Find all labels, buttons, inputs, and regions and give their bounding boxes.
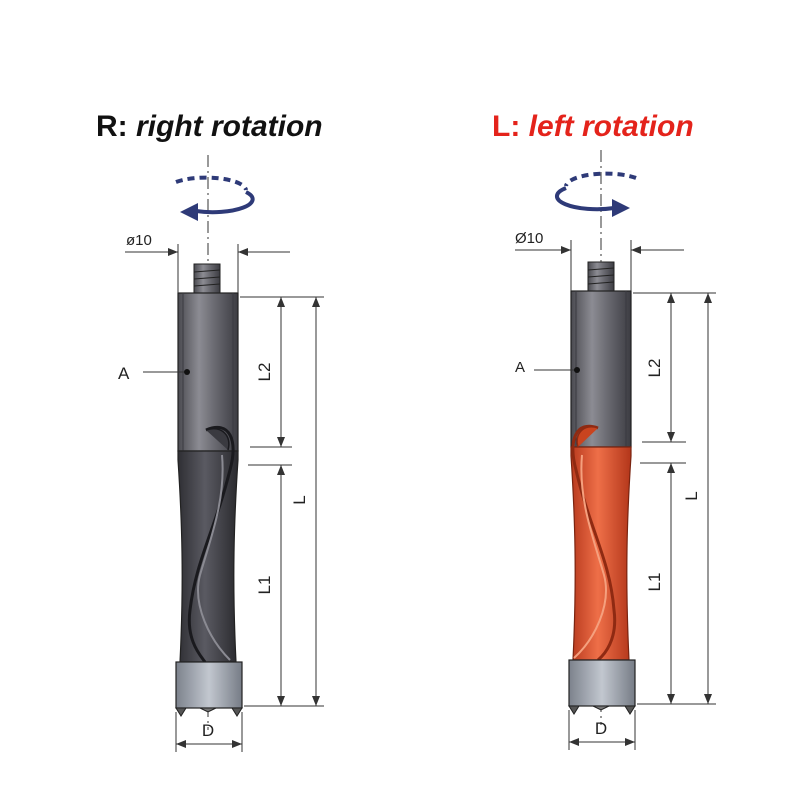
total-length-label: L bbox=[290, 495, 309, 504]
threaded-stub bbox=[587, 261, 615, 293]
right-rotation-bit: ø10 A L2 L1 bbox=[118, 155, 324, 752]
rotation-arrow-icon bbox=[554, 171, 637, 217]
left-rotation-bit: Ø10 A L2 L1 L bbox=[515, 150, 716, 750]
total-length-dimension: L bbox=[290, 296, 324, 707]
shank-diameter-dimension: ø10 bbox=[125, 232, 290, 293]
flute-length-label: L1 bbox=[255, 576, 274, 595]
shank-callout: A bbox=[515, 359, 580, 376]
total-length-label: L bbox=[682, 491, 701, 500]
total-length-dimension: L bbox=[682, 292, 716, 705]
flute-body bbox=[177, 426, 239, 663]
diameter-label: D bbox=[202, 721, 214, 740]
shank-length-dimension: L2 bbox=[633, 292, 686, 443]
shank-length-label: L2 bbox=[255, 363, 274, 382]
shank-diameter-label: Ø10 bbox=[515, 230, 543, 247]
threaded-stub bbox=[193, 263, 221, 295]
shank-diameter-dimension: Ø10 bbox=[515, 230, 684, 291]
shank-body bbox=[570, 290, 632, 448]
left-rotation-title: L: left rotation bbox=[492, 110, 694, 144]
diameter-label: D bbox=[595, 719, 607, 738]
rotation-arrow-icon bbox=[175, 175, 255, 221]
flute-length-label: L1 bbox=[645, 573, 664, 592]
left-rotation-text: left rotation bbox=[528, 110, 694, 143]
shank-diameter-label: ø10 bbox=[126, 232, 152, 249]
right-rotation-tag: R: bbox=[96, 110, 128, 143]
shank-label: A bbox=[118, 364, 130, 383]
shank-callout: A bbox=[118, 364, 190, 383]
shank-length-label: L2 bbox=[645, 359, 664, 378]
flute-body bbox=[570, 424, 632, 662]
left-rotation-tag: L: bbox=[492, 110, 521, 143]
cutting-tip bbox=[175, 661, 243, 717]
right-rotation-text: right rotation bbox=[136, 110, 323, 143]
flute-length-dimension: L1 bbox=[244, 464, 292, 707]
flute-length-dimension: L1 bbox=[637, 462, 686, 705]
shank-label: A bbox=[515, 359, 525, 376]
cutting-tip bbox=[568, 659, 636, 715]
diameter-dimension: D bbox=[568, 710, 636, 750]
right-rotation-title: R: right rotation bbox=[96, 110, 323, 144]
diameter-dimension: D bbox=[175, 712, 243, 752]
shank-length-dimension: L2 bbox=[240, 296, 292, 448]
